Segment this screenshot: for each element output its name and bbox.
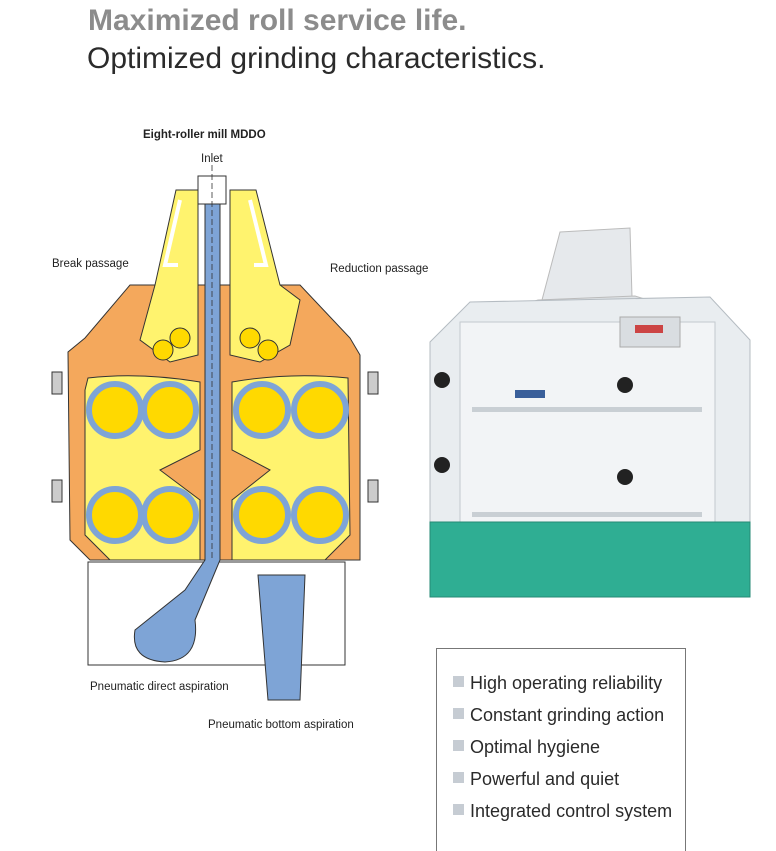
adjust-knob (51, 371, 63, 395)
roller (291, 486, 349, 544)
feature-list-box: High operating reliability Constant grin… (436, 648, 686, 851)
roller (233, 486, 291, 544)
panel-divider (472, 512, 702, 517)
diagram-caption: Eight-roller mill MDDO (143, 129, 266, 141)
direct-aspiration-label: Pneumatic direct aspiration (90, 681, 229, 693)
feature-item: High operating reliability (453, 667, 685, 699)
hopper-channel (248, 199, 269, 267)
break-passage-label: Break passage (52, 258, 129, 270)
roller (141, 381, 199, 439)
roller (291, 381, 349, 439)
roller (86, 486, 144, 544)
bullet-square-icon (453, 739, 464, 751)
feature-text: Integrated control system (470, 800, 673, 821)
machine-base (429, 521, 751, 598)
feature-item: Optimal hygiene (453, 731, 685, 763)
feature-item: Integrated control system (453, 795, 685, 827)
feature-text: Powerful and quiet (470, 768, 620, 789)
subheadline: Optimized grinding characteristics. (87, 42, 546, 75)
headline: Maximized roll service life. (88, 4, 467, 37)
machine-knob (434, 457, 450, 473)
inlet-label: Inlet (201, 153, 223, 165)
machine-front-panel (459, 321, 716, 533)
bullet-square-icon (453, 707, 464, 719)
feature-text: Optimal hygiene (470, 736, 601, 757)
roller (141, 486, 199, 544)
feed-roller (257, 339, 279, 361)
control-display (635, 325, 663, 333)
bullet-square-icon (453, 803, 464, 815)
adjust-knob (367, 371, 379, 395)
adjust-knob (51, 479, 63, 503)
machine-knob (434, 372, 450, 388)
bullet-square-icon (453, 675, 464, 687)
panel-divider (472, 407, 702, 412)
adjust-knob (367, 479, 379, 503)
brand-badge (515, 390, 545, 398)
feature-item: Constant grinding action (453, 699, 685, 731)
feed-hopper-right (229, 189, 301, 363)
feed-roller (169, 327, 191, 349)
roller (86, 381, 144, 439)
feature-item: Powerful and quiet (453, 763, 685, 795)
feature-text: Constant grinding action (470, 704, 665, 725)
machine-knob (617, 469, 633, 485)
machine-top-hood (541, 227, 633, 301)
feed-roller (152, 339, 174, 361)
base-frame (87, 561, 346, 666)
inlet-pipe (197, 175, 227, 205)
reduction-passage-label: Reduction passage (330, 263, 429, 275)
machine-knob (617, 377, 633, 393)
roller (233, 381, 291, 439)
bottom-aspiration-label: Pneumatic bottom aspiration (208, 719, 354, 731)
rollers (86, 381, 349, 544)
hopper-channel (162, 199, 182, 267)
feature-list: High operating reliability Constant grin… (437, 649, 685, 827)
bullet-square-icon (453, 771, 464, 783)
machine-photo (429, 227, 751, 598)
direct-aspiration-duct (133, 194, 221, 663)
feature-text: High operating reliability (470, 672, 663, 693)
bottom-aspiration-duct (257, 574, 306, 701)
feed-roller (239, 327, 261, 349)
